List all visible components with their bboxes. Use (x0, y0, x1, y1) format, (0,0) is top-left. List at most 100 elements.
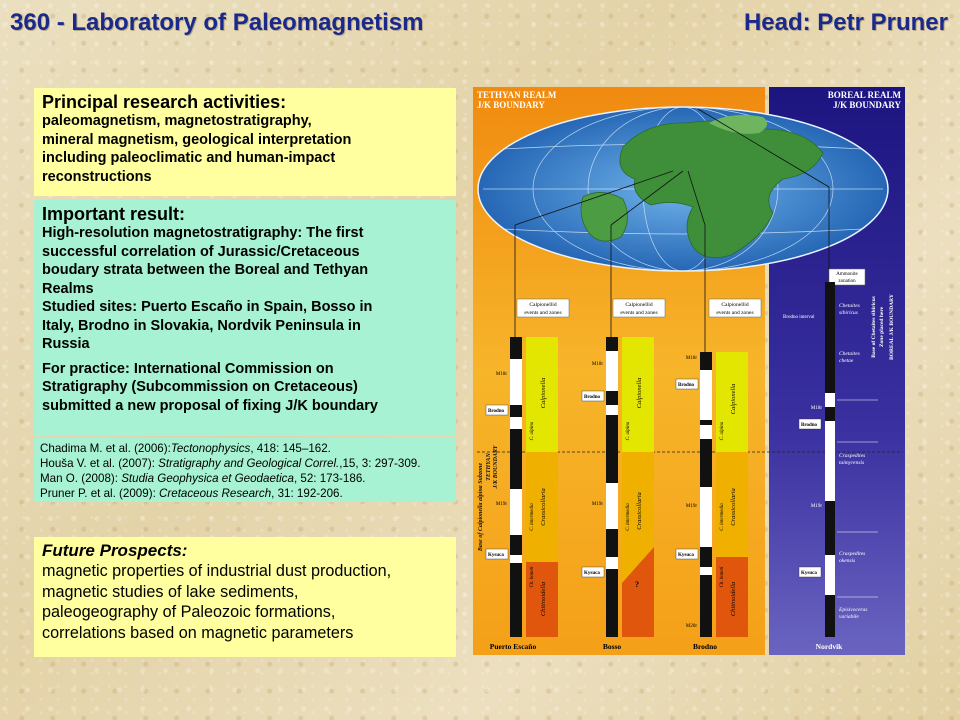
svg-text:Ch. boneti: Ch. boneti (530, 566, 535, 587)
research-line: reconstructions (42, 168, 152, 185)
svg-text:Chitinoidella: Chitinoidella (730, 582, 737, 616)
svg-text:Ch. boneti: Ch. boneti (720, 566, 725, 587)
svg-text:Crassicollaria: Crassicollaria (636, 492, 643, 530)
research-heading: Principal research activities: (42, 92, 287, 112)
svg-text:Calpionellid: Calpionellid (625, 302, 652, 308)
svg-text:Brodno: Brodno (693, 642, 717, 651)
practice-line: For practice: International Commission o… (42, 360, 334, 377)
svg-text:C. intermedia: C. intermedia (720, 503, 725, 531)
result-line: Realms (42, 280, 94, 297)
svg-text:Calpionella: Calpionella (730, 384, 737, 415)
boreal-title: J/K BOUNDARY (833, 100, 901, 110)
result-line: Russia (42, 336, 90, 352)
svg-text:events and zones: events and zones (716, 310, 753, 316)
tethyan-title: J/K BOUNDARY (477, 100, 545, 110)
svg-text:Chetaites: Chetaites (839, 351, 860, 357)
svg-text:Crassicollaria: Crassicollaria (730, 488, 737, 526)
svg-text:M18r: M18r (592, 362, 603, 367)
svg-text:Base of Chetaites sibiricus: Base of Chetaites sibiricus (871, 296, 877, 358)
svg-text:Chitinoidella: Chitinoidella (540, 582, 547, 616)
boreal-title: BOREAL REALM (828, 90, 902, 100)
svg-text:Kysuca: Kysuca (801, 571, 817, 576)
svg-text:Kysuca: Kysuca (584, 571, 600, 576)
svg-text:Bosso: Bosso (603, 642, 622, 651)
future-line: correlations based on magnetic parameter… (42, 623, 354, 642)
future-line: magnetic studies of lake sediments, (42, 582, 299, 601)
reference-item: Chadima M. et al. (2006):Tectonophysics,… (40, 442, 331, 455)
reference-item: Houša V. et al. (2007): Stratigraphy and… (40, 457, 421, 470)
svg-text:M20r: M20r (686, 624, 697, 629)
tethyan-boundary-label: Base of Calpionella alpina Subzone TETHY… (478, 444, 499, 552)
svg-text:events and zones: events and zones (524, 310, 561, 316)
research-line: mineral magnetism, geological interpreta… (42, 131, 352, 148)
svg-text:C. intermedia: C. intermedia (530, 503, 535, 531)
svg-text:C. intermedia: C. intermedia (626, 503, 631, 531)
svg-text:Brodno: Brodno (584, 395, 601, 400)
result-heading: Important result: (42, 204, 186, 224)
svg-text:Brodno: Brodno (488, 409, 505, 414)
important-result-box: Important result: High-resolution magnet… (34, 200, 456, 436)
svg-text:Calpionella: Calpionella (540, 378, 547, 409)
section-brodno: Calpionella C. alpina Crassicollaria C. … (675, 352, 748, 651)
svg-text:C. alpina: C. alpina (720, 421, 725, 440)
svg-text:Kysuca: Kysuca (678, 553, 694, 558)
svg-text:sibiricus: sibiricus (839, 310, 858, 316)
svg-text:variabile: variabile (839, 614, 859, 620)
svg-text:Ammonite: Ammonite (836, 272, 858, 277)
svg-text:Brodno interval: Brodno interval (783, 315, 815, 320)
page-title: 360 - Laboratory of Paleomagnetism (10, 9, 424, 36)
future-heading: Future Prospects: (42, 541, 188, 560)
svg-text:M18r: M18r (811, 406, 822, 411)
svg-text:BOREAL J/K BOUNDARY: BOREAL J/K BOUNDARY (889, 294, 895, 360)
result-line: Studied sites: Puerto Escaño in Spain, B… (42, 299, 373, 315)
future-prospects-box: Future Prospects: magnetic properties of… (34, 537, 456, 657)
svg-text:M19r: M19r (811, 504, 822, 509)
svg-text:Kysuca: Kysuca (488, 553, 504, 558)
practice-line: Stratigraphy (Subcommission on Cretaceou… (42, 379, 358, 395)
result-line: Italy, Brodno in Slovakia, Nordvik Penin… (42, 317, 361, 334)
section-bosso: Calpionella C. alpina Crassicollaria C. … (581, 337, 654, 651)
svg-text:M18r: M18r (496, 372, 507, 377)
svg-text:M19r: M19r (686, 504, 697, 509)
result-line: High-resolution magnetostratigraphy: The… (42, 225, 364, 241)
svg-text:?: ? (635, 580, 639, 589)
research-activities-box: Principal research activities: paleomagn… (34, 88, 456, 196)
head-of-lab: Head: Petr Pruner (743, 9, 948, 36)
reference-item: Man O. (2008): Studia Geophysica et Geod… (40, 472, 366, 485)
svg-text:chetae: chetae (839, 358, 854, 364)
research-line: paleomagnetism, magnetostratigraphy, (42, 113, 312, 129)
research-line: including paleoclimatic and human-impact (42, 150, 336, 166)
svg-text:taimyrensis: taimyrensis (839, 460, 864, 466)
svg-text:Brodno: Brodno (801, 423, 818, 428)
globe-map (477, 106, 889, 272)
section-puerto-escano: Calpionella C. alpina Crassicollaria C. … (485, 337, 558, 651)
svg-text:Craspedites: Craspedites (839, 453, 865, 459)
svg-text:M18r: M18r (686, 356, 697, 361)
svg-text:Calpionellid: Calpionellid (529, 302, 556, 308)
svg-text:Base of Calpionella alpina Sub: Base of Calpionella alpina Subzone (478, 462, 484, 552)
references-box: Chadima M. et al. (2006):Tectonophysics,… (34, 438, 456, 502)
svg-text:okensis: okensis (839, 558, 855, 564)
svg-text:Calpionellid: Calpionellid (721, 302, 748, 308)
practice-line: submitted a new proposal of fixing J/K b… (42, 397, 378, 414)
svg-text:Chetaites: Chetaites (839, 303, 860, 309)
jk-boundary-figure: TETHYAN REALM J/K BOUNDARY BOREAL REALM … (473, 87, 905, 655)
future-line: magnetic properties of industrial dust p… (42, 562, 392, 580)
svg-text:C. alpina: C. alpina (530, 421, 535, 440)
svg-text:Nordvik: Nordvik (816, 642, 844, 651)
svg-text:TETHYAN: TETHYAN (486, 453, 492, 481)
svg-text:M19r: M19r (496, 502, 507, 507)
svg-text:Calpionella: Calpionella (636, 378, 643, 409)
svg-text:Episivoceras: Episivoceras (838, 607, 867, 613)
result-line: boudary strata between the Boreal and Te… (42, 262, 369, 278)
svg-text:zonation: zonation (838, 279, 856, 284)
calpionellid-label-boxes: Calpionellid events and zones Calpionell… (516, 268, 866, 318)
svg-text:C. alpina: C. alpina (626, 421, 631, 440)
svg-text:J/K BOUNDARY: J/K BOUNDARY (493, 444, 499, 489)
svg-text:events and zones: events and zones (620, 310, 657, 316)
svg-text:Puerto Escaño: Puerto Escaño (490, 642, 537, 651)
svg-text:M19r: M19r (592, 502, 603, 507)
svg-text:Crassicollaria: Crassicollaria (540, 488, 547, 526)
future-line: paleogeography of Paleozoic formations, (42, 603, 336, 621)
svg-text:Zone placed here: Zone placed here (879, 306, 885, 347)
